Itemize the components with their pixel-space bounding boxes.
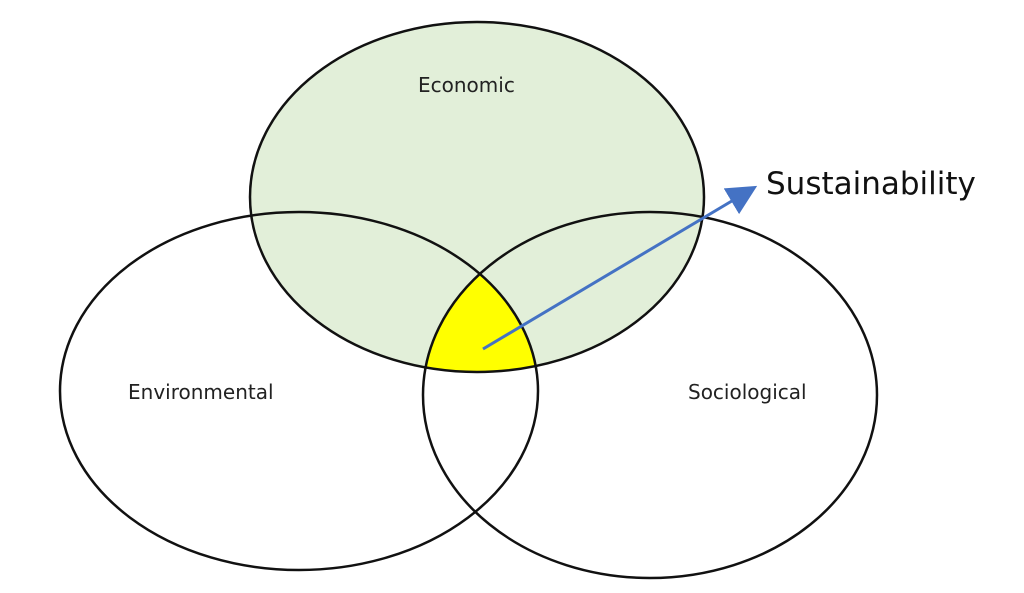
sustainability-label: Sustainability	[766, 166, 976, 202]
sociological-circle	[421, 210, 879, 580]
economic-outline	[248, 20, 706, 374]
economic-label: Economic	[418, 73, 515, 97]
environmental-label: Environmental	[128, 380, 274, 404]
sociological-label: Sociological	[688, 380, 807, 404]
sustainability-arrow	[482, 185, 758, 351]
environmental-circle	[58, 210, 540, 572]
